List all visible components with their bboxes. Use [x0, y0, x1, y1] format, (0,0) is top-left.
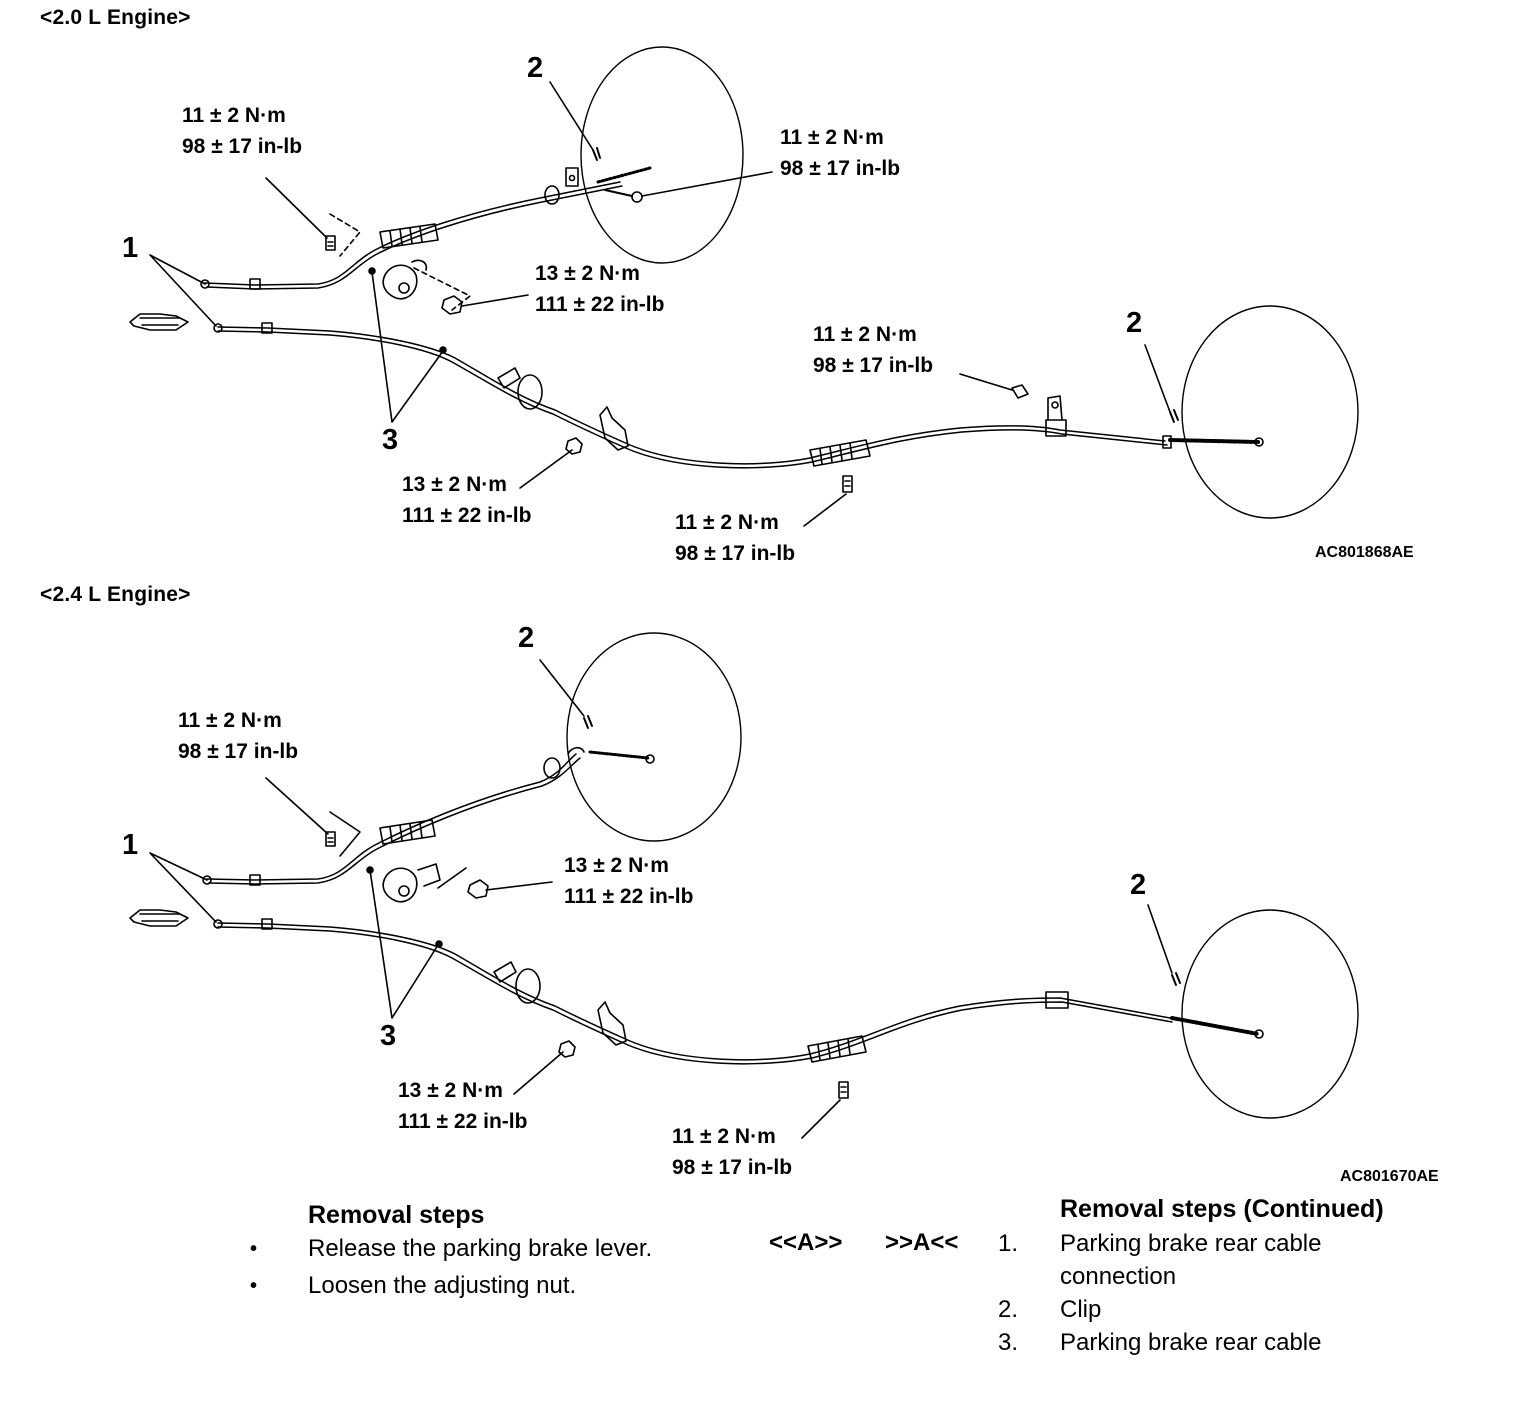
torque-spec: 13 ± 2 N·m 111 ± 22 in-lb [564, 850, 693, 912]
torque-inlb: 98 ± 17 in-lb [675, 542, 796, 565]
step-number: 2. [998, 1296, 1019, 1323]
torque-inlb: 98 ± 17 in-lb [178, 740, 299, 763]
removal-step: Parking brake rear cable [1060, 1329, 1322, 1356]
leader-callout-2-left [549, 81, 594, 151]
removal-step: Parking brake rear cable [1060, 1230, 1322, 1257]
step-number: 1. [998, 1230, 1019, 1257]
torque-nm: 13 ± 2 N·m [402, 473, 507, 496]
right-wheel-outline [1181, 305, 1359, 519]
diagram-title-2-4: <2.4 L Engine> [40, 583, 191, 606]
torque-inlb: 111 ± 22 in-lb [535, 293, 665, 316]
torque-inlb: 111 ± 22 in-lb [398, 1110, 528, 1133]
torque-inlb: 111 ± 22 in-lb [402, 504, 532, 527]
torque-nm: 13 ± 2 N·m [535, 262, 640, 285]
torque-spec: 11 ± 2 N·m 98 ± 17 in-lb [182, 100, 302, 162]
torque-nm: 11 ± 2 N·m [675, 511, 779, 534]
figure-id: AC801670AE [1340, 1168, 1439, 1185]
torque-inlb: 98 ± 17 in-lb [780, 157, 901, 180]
leader-torque-b [641, 171, 773, 197]
removal-steps-title: Removal steps [308, 1201, 485, 1229]
torque-inlb: 98 ± 17 in-lb [813, 354, 934, 377]
leader-torque-e [519, 449, 573, 489]
callout-3: 3 [382, 424, 399, 456]
removal-steps-continued-title: Removal steps (Continued) [1060, 1195, 1384, 1223]
left-wheel-outline [580, 46, 744, 264]
torque-spec: 11 ± 2 N·m 98 ± 17 in-lb [672, 1121, 792, 1183]
leader-callout-3 [371, 271, 444, 423]
torque-spec: 11 ± 2 N·m 98 ± 17 in-lb [780, 122, 900, 184]
upper-cable [204, 181, 621, 286]
torque-inlb: 98 ± 17 in-lb [182, 135, 303, 158]
torque-inlb: 111 ± 22 in-lb [564, 885, 694, 908]
torque-inlb: 98 ± 17 in-lb [672, 1156, 793, 1179]
torque-nm: 11 ± 2 N·m [178, 709, 282, 732]
callout-1: 1 [122, 232, 139, 264]
torque-spec: 11 ± 2 N·m 98 ± 17 in-lb [178, 705, 298, 767]
step-number: 3. [998, 1329, 1019, 1356]
torque-nm: 11 ± 2 N·m [672, 1125, 776, 1148]
callout-3: 3 [380, 1020, 397, 1052]
bullet-icon: • [250, 1275, 258, 1297]
torque-spec: 13 ± 2 N·m 111 ± 22 in-lb [402, 469, 531, 531]
torque-spec: 11 ± 2 N·m 98 ± 17 in-lb [675, 507, 795, 569]
diagram-2-0-artwork [129, 46, 1359, 527]
callout-2: 2 [518, 622, 535, 654]
leader-callout-2-right [1144, 344, 1171, 413]
callout-2: 2 [1130, 869, 1147, 901]
diagram-title-2-0: <2.0 L Engine> [40, 6, 191, 29]
leader-torque-a [265, 177, 328, 239]
removal-step: Loosen the adjusting nut. [308, 1272, 577, 1299]
service-point-marker-removal: <<A>> [769, 1229, 843, 1256]
lower-cable [217, 326, 1166, 465]
service-point-marker-install: >>A<< [885, 1229, 959, 1256]
leader-torque-f [803, 493, 847, 527]
torque-nm: 11 ± 2 N·m [182, 104, 286, 127]
diagram-2-4-artwork [129, 632, 1359, 1139]
bullet-icon: • [250, 1238, 258, 1260]
removal-step: connection [1060, 1263, 1177, 1290]
figure-id: AC801868AE [1315, 544, 1414, 561]
torque-nm: 13 ± 2 N·m [564, 854, 669, 877]
torque-spec: 13 ± 2 N·m 111 ± 22 in-lb [398, 1075, 527, 1137]
left-wheel-outline [566, 632, 742, 842]
torque-nm: 13 ± 2 N·m [398, 1079, 503, 1102]
torque-spec: 11 ± 2 N·m 98 ± 17 in-lb [813, 319, 933, 381]
torque-spec: 13 ± 2 N·m 111 ± 22 in-lb [535, 258, 664, 320]
callout-2: 2 [527, 52, 544, 84]
leader-callout-1 [149, 254, 217, 327]
callout-2: 2 [1126, 307, 1143, 339]
removal-step: Clip [1060, 1296, 1102, 1323]
callout-1: 1 [122, 829, 139, 861]
right-wheel-outline [1181, 909, 1359, 1119]
leader-torque-c [461, 294, 529, 307]
leader-torque-d [959, 373, 1013, 391]
removal-step: Release the parking brake lever. [308, 1235, 653, 1262]
torque-nm: 11 ± 2 N·m [780, 126, 884, 149]
torque-nm: 11 ± 2 N·m [813, 323, 917, 346]
